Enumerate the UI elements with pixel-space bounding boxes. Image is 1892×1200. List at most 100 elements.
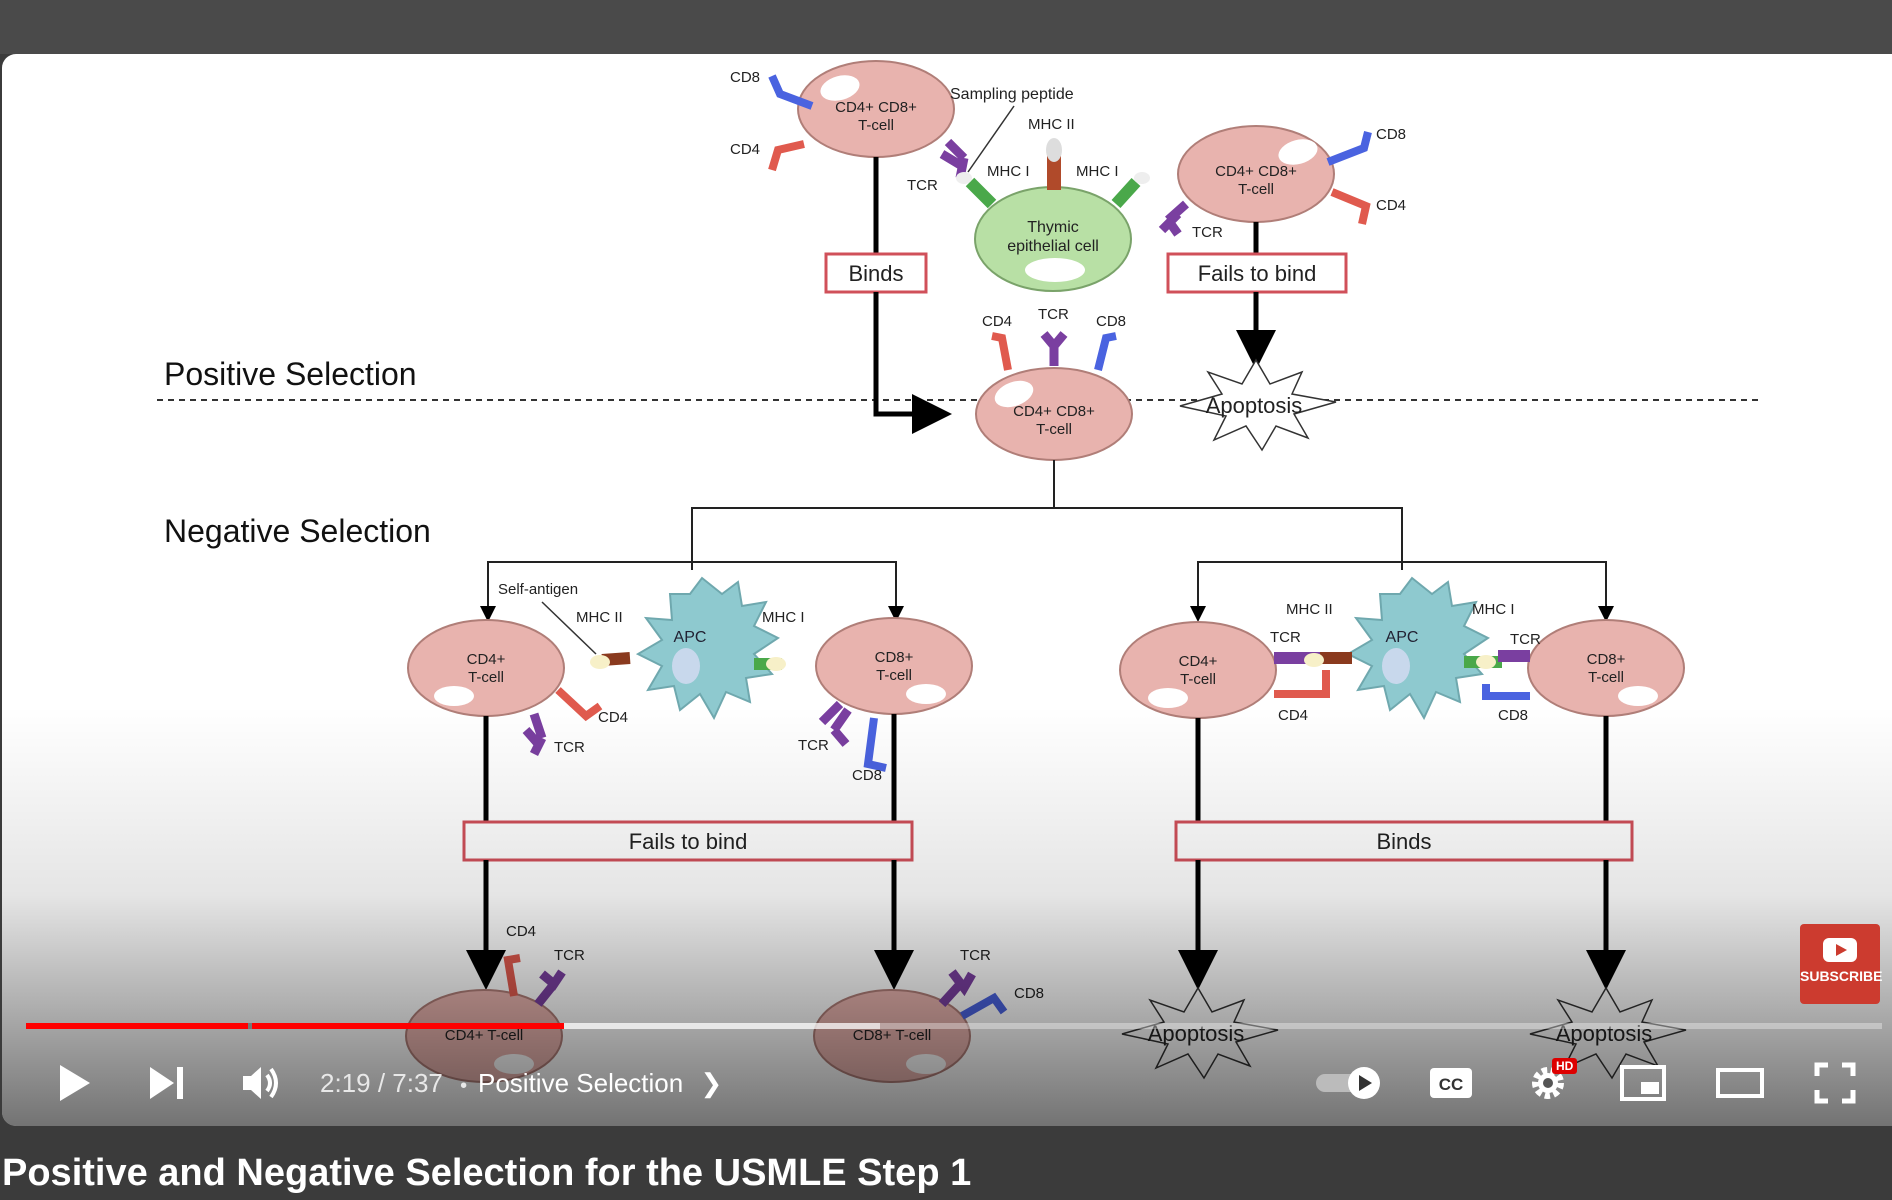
apoptosis-burst-positive: Apoptosis <box>1179 358 1337 452</box>
settings-button[interactable]: HD <box>1520 1058 1578 1108</box>
cd4-t-cell-negative-right: CD4+ T-cell <box>1119 621 1277 719</box>
svg-text:CD8: CD8 <box>852 767 882 784</box>
svg-text:MHC I: MHC I <box>987 163 1030 180</box>
progress-track <box>26 1023 1882 1029</box>
svg-text:CD4+ T-cell: CD4+ T-cell <box>445 1027 524 1044</box>
player-controls: 2:19 / 7:37 • Positive Selection ❯ CC HD <box>2 1044 1892 1126</box>
svg-text:CD8+ T-cell: CD8+ T-cell <box>853 1027 932 1044</box>
svg-text:TCR: TCR <box>1192 224 1223 241</box>
fullscreen-button[interactable] <box>1808 1058 1862 1108</box>
svg-text:CD8+: CD8+ <box>875 649 914 666</box>
svg-text:CD4+ CD8+: CD4+ CD8+ <box>1215 163 1297 180</box>
positive-selection-heading: Positive Selection <box>164 356 417 392</box>
svg-text:TCR: TCR <box>907 177 938 194</box>
svg-text:T-cell: T-cell <box>1588 669 1624 686</box>
svg-text:T-cell: T-cell <box>1036 421 1072 438</box>
miniplayer-button[interactable] <box>1616 1058 1670 1108</box>
theater-icon <box>1716 1068 1764 1098</box>
play-button[interactable] <box>50 1058 100 1108</box>
cd8-receptor <box>768 74 814 110</box>
svg-text:CD8: CD8 <box>730 69 760 86</box>
svg-text:epithelial cell: epithelial cell <box>1007 238 1099 255</box>
svg-text:TCR: TCR <box>960 947 991 964</box>
svg-text:T-cell: T-cell <box>468 669 504 686</box>
svg-text:T-cell: T-cell <box>1180 671 1216 688</box>
svg-text:MHC II: MHC II <box>1028 116 1075 133</box>
svg-text:CC: CC <box>1439 1075 1464 1094</box>
skip-next-icon <box>150 1067 183 1099</box>
youtube-logo-icon <box>1823 938 1857 962</box>
video-player[interactable]: Positive Selection Negative Selection CD… <box>2 54 1892 1126</box>
captions-icon: CC <box>1430 1068 1472 1098</box>
time-display: 2:19 / 7:37 • <box>320 1068 473 1099</box>
svg-text:TCR: TCR <box>1510 631 1541 648</box>
chapter-button[interactable]: Positive Selection ❯ <box>478 1068 722 1099</box>
svg-text:TCR: TCR <box>554 739 585 756</box>
cd4-t-cell-negative-left: CD4+ T-cell <box>407 619 565 717</box>
sampling-peptide-label: Sampling peptide <box>950 86 1074 103</box>
negative-selection-heading: Negative Selection <box>164 513 431 549</box>
thymic-epithelial-cell: Thymic epithelial cell <box>974 186 1132 292</box>
svg-text:CD4+ CD8+: CD4+ CD8+ <box>1013 403 1095 420</box>
video-title: Positive and Negative Selection for the … <box>2 1152 972 1194</box>
fullscreen-icon <box>1814 1062 1856 1104</box>
selected-cd4-cd8-t-cell: CD4+ CD8+ T-cell <box>975 367 1133 461</box>
subscribe-button[interactable]: SUBSCRIBE <box>1800 924 1883 1004</box>
svg-text:CD4: CD4 <box>730 141 760 158</box>
cd8-t-cell-negative-right: CD8+ T-cell <box>1527 619 1685 717</box>
miniplayer-icon <box>1620 1065 1666 1101</box>
svg-text:CD4+: CD4+ <box>1179 653 1218 670</box>
fails-to-bind-box-positive <box>1166 252 1348 294</box>
svg-text:MHC I: MHC I <box>1472 601 1515 618</box>
cd8-t-cell-negative-left: CD8+ T-cell <box>815 617 973 715</box>
apc-cell-left: APC <box>635 576 780 721</box>
gear-icon <box>1532 1067 1564 1099</box>
svg-text:Fails to bind: Fails to bind <box>629 829 748 854</box>
progress-played <box>26 1023 565 1029</box>
cd4-receptor <box>768 140 805 172</box>
svg-text:CD4: CD4 <box>598 709 628 726</box>
svg-text:Apoptosis: Apoptosis <box>1206 393 1303 418</box>
svg-text:T-cell: T-cell <box>1238 181 1274 198</box>
top-bar <box>0 0 1892 54</box>
volume-icon <box>243 1067 278 1099</box>
mute-button[interactable] <box>236 1058 290 1108</box>
svg-text:T-cell: T-cell <box>858 117 894 134</box>
svg-text:CD4: CD4 <box>1278 707 1308 724</box>
svg-text:Binds: Binds <box>1376 829 1431 854</box>
svg-text:MHC II: MHC II <box>576 609 623 626</box>
apc-cell-right: APC <box>1345 576 1490 721</box>
svg-text:MHC II: MHC II <box>1286 601 1333 618</box>
svg-text:Fails to bind: Fails to bind <box>1198 261 1317 286</box>
svg-text:CD4: CD4 <box>982 313 1012 330</box>
progress-bar[interactable] <box>26 1023 1882 1029</box>
play-icon <box>60 1065 90 1101</box>
chapter-title: Positive Selection <box>478 1068 684 1098</box>
svg-text:CD8: CD8 <box>1096 313 1126 330</box>
slide-diagram: Positive Selection Negative Selection CD… <box>157 60 1762 1083</box>
cd4-cd8-t-cell-fails: CD4+ CD8+ T-cell <box>1177 125 1335 223</box>
svg-text:TCR: TCR <box>1038 306 1069 323</box>
svg-text:CD4+ CD8+: CD4+ CD8+ <box>835 99 917 116</box>
hd-badge: HD <box>1552 1058 1578 1074</box>
theater-mode-button[interactable] <box>1712 1058 1768 1108</box>
captions-button[interactable]: CC <box>1424 1058 1478 1108</box>
svg-text:CD8+: CD8+ <box>1587 651 1626 668</box>
svg-text:APC: APC <box>1386 629 1419 646</box>
duration: 7:37 <box>392 1068 443 1098</box>
svg-text:CD8: CD8 <box>1014 985 1044 1002</box>
svg-text:MHC I: MHC I <box>762 609 805 626</box>
current-time: 2:19 <box>320 1068 371 1098</box>
next-button[interactable] <box>142 1058 192 1108</box>
autoplay-toggle[interactable] <box>1312 1058 1388 1108</box>
svg-text:CD4: CD4 <box>1376 197 1406 214</box>
autoplay-icon <box>1316 1067 1380 1099</box>
subscribe-label: SUBSCRIBE <box>1800 968 1883 984</box>
svg-text:Self-antigen: Self-antigen <box>498 581 578 598</box>
svg-text:T-cell: T-cell <box>876 667 912 684</box>
svg-text:CD4+: CD4+ <box>467 651 506 668</box>
chapter-separator: • <box>460 1075 468 1097</box>
chevron-right-icon: ❯ <box>700 1068 723 1098</box>
chapter-marker <box>248 1023 252 1029</box>
svg-text:APC: APC <box>674 629 707 646</box>
